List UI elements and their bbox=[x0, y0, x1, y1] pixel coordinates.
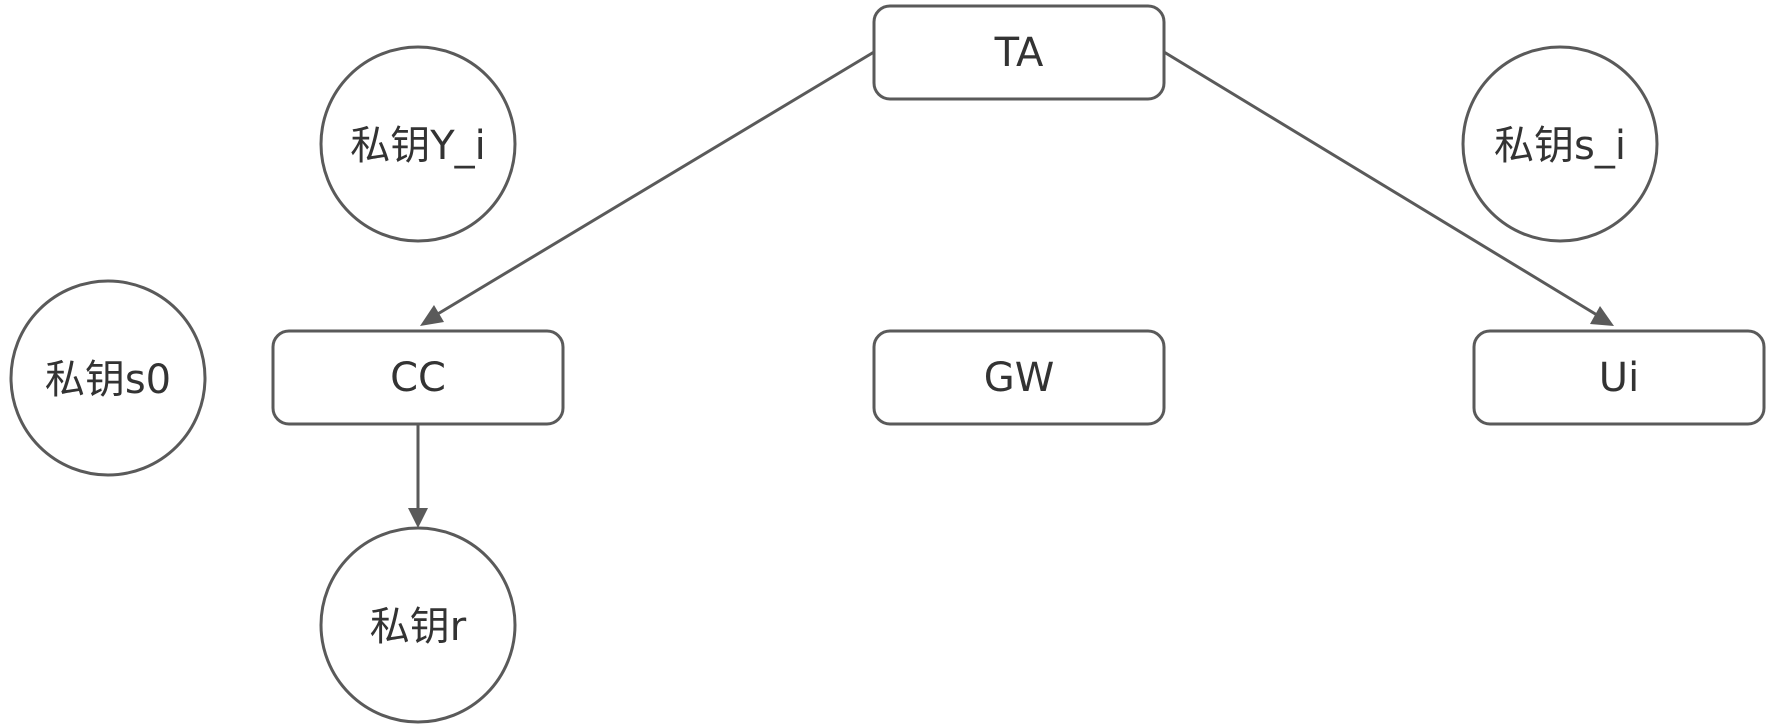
edge-ta-to-cc bbox=[420, 50, 875, 326]
node-key-s0-label: 私钥s0 bbox=[45, 357, 171, 403]
node-ta-label: TA bbox=[994, 30, 1044, 76]
node-key-s-i[interactable]: 私钥s_i bbox=[1461, 45, 1659, 243]
node-key-y-i[interactable]: 私钥Y_i bbox=[319, 45, 517, 243]
node-cc-label: CC bbox=[390, 355, 446, 401]
edge-ta-to-ui bbox=[1163, 50, 1614, 326]
arrowhead-icon bbox=[1590, 306, 1614, 326]
node-ui-label: Ui bbox=[1599, 355, 1639, 401]
node-key-s0[interactable]: 私钥s0 bbox=[9, 279, 207, 477]
node-gw[interactable]: GW bbox=[872, 329, 1166, 426]
node-key-r[interactable]: 私钥r bbox=[319, 526, 517, 724]
node-ui[interactable]: Ui bbox=[1472, 329, 1766, 426]
arrowhead-icon bbox=[420, 305, 444, 326]
node-ta[interactable]: TA bbox=[872, 4, 1166, 101]
node-key-y-i-label: 私钥Y_i bbox=[350, 123, 486, 169]
edge-cc-to-key-r bbox=[408, 424, 428, 528]
node-key-r-label: 私钥r bbox=[370, 604, 467, 650]
node-key-s-i-label: 私钥s_i bbox=[1494, 123, 1626, 169]
node-gw-label: GW bbox=[984, 355, 1055, 401]
node-cc[interactable]: CC bbox=[271, 329, 565, 426]
arrowhead-icon bbox=[408, 508, 428, 528]
